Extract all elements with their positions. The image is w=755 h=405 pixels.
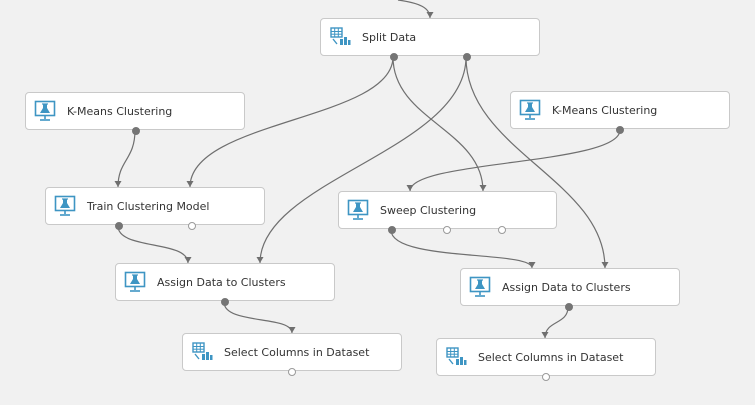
output-port[interactable] <box>221 298 229 306</box>
module-assign-data-to-clusters[interactable]: Assign Data to Clusters <box>115 263 335 306</box>
edge-upstream-to-split-data[interactable] <box>397 0 431 19</box>
edge-split-data-to-sweep[interactable] <box>392 56 484 192</box>
arrowhead <box>114 181 122 187</box>
arrowhead <box>406 185 414 191</box>
table-icon <box>329 26 351 48</box>
output-port[interactable] <box>115 222 123 230</box>
output-port[interactable] <box>188 222 196 230</box>
edge-split-data-to-assign-right[interactable] <box>465 56 606 269</box>
flask-monitor-icon <box>519 99 541 121</box>
module-select-columns-in-dataset[interactable]: Select Columns in Dataset <box>182 333 402 376</box>
module-label: Assign Data to Clusters <box>157 275 286 289</box>
output-port[interactable] <box>132 127 140 135</box>
module-label: K-Means Clustering <box>552 103 658 117</box>
module-k-means-clustering[interactable]: K-Means Clustering <box>25 92 245 135</box>
module-label: Split Data <box>362 30 417 44</box>
arrowhead <box>601 262 609 268</box>
output-port[interactable] <box>463 53 471 61</box>
module-label: K-Means Clustering <box>67 104 173 118</box>
arrowhead <box>256 257 264 263</box>
output-port[interactable] <box>542 373 550 381</box>
output-port[interactable] <box>616 126 624 134</box>
output-port[interactable] <box>388 226 396 234</box>
edge-train-to-assign-left[interactable] <box>117 225 189 264</box>
arrowhead <box>541 332 549 338</box>
flask-monitor-icon <box>469 276 491 298</box>
edge-assign-right-to-select-right[interactable] <box>544 306 569 339</box>
output-port[interactable] <box>498 226 506 234</box>
module-label: Assign Data to Clusters <box>502 280 631 294</box>
module-label: Select Columns in Dataset <box>478 350 624 364</box>
arrowhead <box>528 262 536 268</box>
arrowhead <box>288 327 296 333</box>
output-port[interactable] <box>288 368 296 376</box>
module-assign-data-to-clusters[interactable]: Assign Data to Clusters <box>460 268 680 311</box>
edge-assign-left-to-select-left[interactable] <box>223 301 293 334</box>
arrowhead <box>479 185 487 191</box>
flask-monitor-icon <box>54 195 76 217</box>
arrowhead <box>186 181 194 187</box>
output-port[interactable] <box>565 303 573 311</box>
flask-monitor-icon <box>124 271 146 293</box>
module-select-columns-in-dataset[interactable]: Select Columns in Dataset <box>436 338 656 381</box>
arrowhead <box>426 12 434 18</box>
module-split-data[interactable]: Split Data <box>320 18 540 61</box>
edge-sweep-to-assign-right[interactable] <box>390 229 533 269</box>
module-train-clustering-model[interactable]: Train Clustering Model <box>45 187 265 230</box>
output-port[interactable] <box>443 226 451 234</box>
flask-monitor-icon <box>347 199 369 221</box>
arrowhead <box>184 257 192 263</box>
edge-split-data-to-assign-left[interactable] <box>259 56 467 264</box>
edge-kmeans-left-to-train[interactable] <box>117 129 136 188</box>
module-k-means-clustering[interactable]: K-Means Clustering <box>510 91 730 134</box>
module-label: Train Clustering Model <box>87 199 210 213</box>
edge-kmeans-right-to-sweep[interactable] <box>409 129 621 192</box>
output-port[interactable] <box>390 53 398 61</box>
module-label: Select Columns in Dataset <box>224 345 370 359</box>
table-icon <box>445 346 467 368</box>
module-sweep-clustering[interactable]: Sweep Clustering <box>338 191 557 234</box>
flask-monitor-icon <box>34 100 56 122</box>
module-label: Sweep Clustering <box>380 203 477 217</box>
table-icon <box>191 341 213 363</box>
edge-split-data-to-train[interactable] <box>189 56 394 188</box>
